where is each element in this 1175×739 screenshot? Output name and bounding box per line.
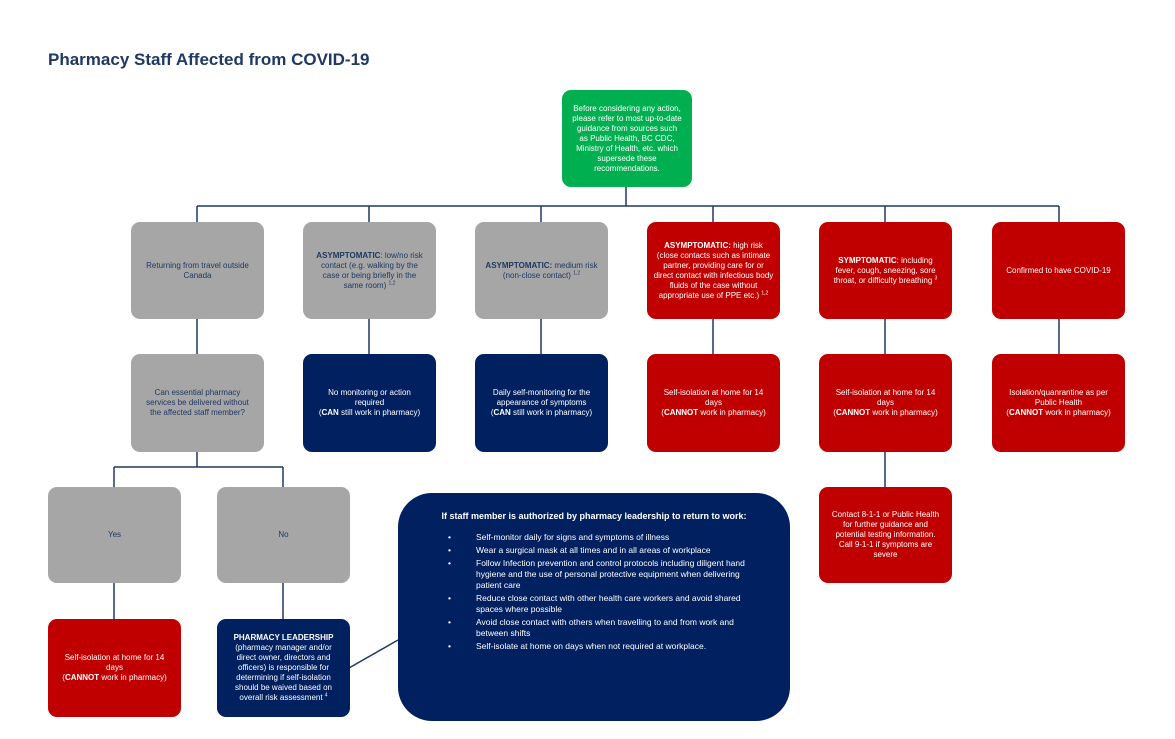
symptomatic-label: SYMPTOMATIC [838,255,897,265]
medium-risk-box: ASYMPTOMATIC: medium risk (non-close con… [475,222,608,319]
list-item: • Self-isolate at home on days when not r… [448,641,768,652]
leadership-text: (pharmacy manager and/or direct owner, d… [235,643,332,702]
cannot-label: CANNOT [663,408,699,417]
guidance-text: Before considering any action, please re… [572,103,682,173]
yes-text: Yes [107,530,122,539]
isolation-symptomatic-box: Self-isolation at home for 14 days(CANNO… [819,354,952,452]
high-risk-text: high risk (close contacts such as intima… [653,240,774,300]
bullet-icon: • [448,617,451,627]
confirmed-box: Confirmed to have COVID-19 [992,222,1125,319]
list-item-text: Self-isolate at home on days when not re… [476,641,707,651]
contact-811-box: Contact 8-1-1 or Public Health for furth… [819,487,952,583]
medium-risk-text: medium risk (non-close contact) [502,260,598,280]
list-item: • Wear a surgical mask at all times and i… [448,545,768,556]
no-box: No [217,487,350,583]
isolation-confirmed-box: Isolation/quanrantine as per Public Heal… [992,354,1125,452]
list-item-text: Follow Infection prevention and control … [476,558,745,590]
low-risk-box: ASYMPTOMATIC: low/no risk contact (e.g. … [303,222,436,319]
bullet-icon: • [448,558,451,568]
no-monitoring-text: No monitoring or action required [328,388,411,407]
work-status-text: work in pharmacy) [870,408,938,417]
list-item-text: Avoid close contact with others when tra… [476,617,734,638]
paren: ( [62,673,65,682]
travel-box: Returning from travel outside Canada [131,222,264,319]
bullet-icon: • [448,641,451,651]
bullet-icon: • [448,545,451,555]
daily-monitoring-box: Daily self-monitoring for the appearance… [475,354,608,452]
work-status-text: still work in pharmacy) [338,408,421,417]
isolation-high-box: Self-isolation at home for 14 days(CANNO… [647,354,780,452]
isolation-yes-box: Self-isolation at home for 14 days(CANNO… [48,619,181,717]
essential-services-box: Can essential pharmacy services be deliv… [131,354,264,452]
isolation-text: Isolation/quanrantine as per Public Heal… [1009,388,1108,407]
bullet-icon: • [448,532,451,542]
medium-risk-footnote: 1,2 [573,269,581,276]
page-title: Pharmacy Staff Affected from COVID-19 [48,50,370,69]
high-risk-footnote: 1,2 [761,289,769,296]
symptomatic-text: : including fever, cough, sneezing, sore… [833,255,936,285]
cannot-label: CANNOT [64,673,100,682]
leadership-label: PHARMACY LEADERSHIP [233,633,334,642]
no-text: No [278,530,289,539]
low-risk-label: ASYMPTOMATIC [316,250,381,260]
list-item-text: Reduce close contact with other health c… [476,593,741,614]
cannot-label: CANNOT [1008,408,1044,417]
paren: ( [833,408,836,417]
paren: ( [1006,408,1009,417]
return-to-work-list: • Self-monitor daily for signs and sympto… [420,532,768,652]
low-risk-text: : low/no risk contact (e.g. walking by t… [321,250,423,290]
work-status-text: work in pharmacy) [99,673,167,682]
paren: ( [318,408,322,417]
contact-811-text: Contact 8-1-1 or Public Health for furth… [831,510,940,559]
return-to-work-heading: If staff member is authorized by pharmac… [441,511,747,521]
medium-risk-label: ASYMPTOMATIC: [485,260,553,270]
list-item: • Avoid close contact with others when tr… [448,617,768,639]
daily-monitoring-text: Daily self-monitoring for the appearance… [492,388,591,407]
list-item: • Follow Infection prevention and control… [448,558,768,591]
leadership-box: PHARMACY LEADERSHIP(pharmacy manager and… [217,619,350,717]
can-label: CAN [493,408,511,417]
paren: ( [661,408,664,417]
work-status-text: work in pharmacy) [1043,408,1111,417]
travel-text: Returning from travel outside Canada [146,260,249,280]
essential-services-text: Can essential pharmacy services be deliv… [146,388,249,417]
work-status-text: still work in pharmacy) [510,408,593,417]
isolation-text: Self-isolation at home for 14 days [663,388,764,407]
no-monitoring-box: No monitoring or action required (CAN sti… [303,354,436,452]
list-item-text: Self-monitor daily for signs and symptom… [476,532,670,542]
leadership-footnote: 4 [324,692,328,699]
yes-box: Yes [48,487,181,583]
symptomatic-footnote: 3 [934,274,938,281]
isolation-text: Self-isolation at home for 14 days [835,388,936,407]
symptomatic-box: SYMPTOMATIC: including fever, cough, sne… [819,222,952,319]
guidance-box: Before considering any action, please re… [562,90,692,187]
high-risk-label: ASYMPTOMATIC: [664,240,731,250]
list-item-text: Wear a surgical mask at all times and in… [476,545,711,555]
bullet-icon: • [448,593,451,603]
low-risk-footnote: 1,2 [388,279,396,286]
list-item: • Self-monitor daily for signs and sympto… [448,532,768,543]
connector-leadership-bullets [348,639,399,669]
isolation-text: Self-isolation at home for 14 days [64,653,165,672]
return-to-work-box: If staff member is authorized by pharmac… [398,493,790,721]
can-label: CAN [321,408,339,417]
cannot-label: CANNOT [835,408,871,417]
confirmed-text: Confirmed to have COVID-19 [1006,265,1111,275]
list-item: • Reduce close contact with other health … [448,593,768,615]
paren: ( [490,408,494,417]
high-risk-box: ASYMPTOMATIC: high risk (close contacts … [647,222,780,319]
work-status-text: work in pharmacy) [698,408,766,417]
